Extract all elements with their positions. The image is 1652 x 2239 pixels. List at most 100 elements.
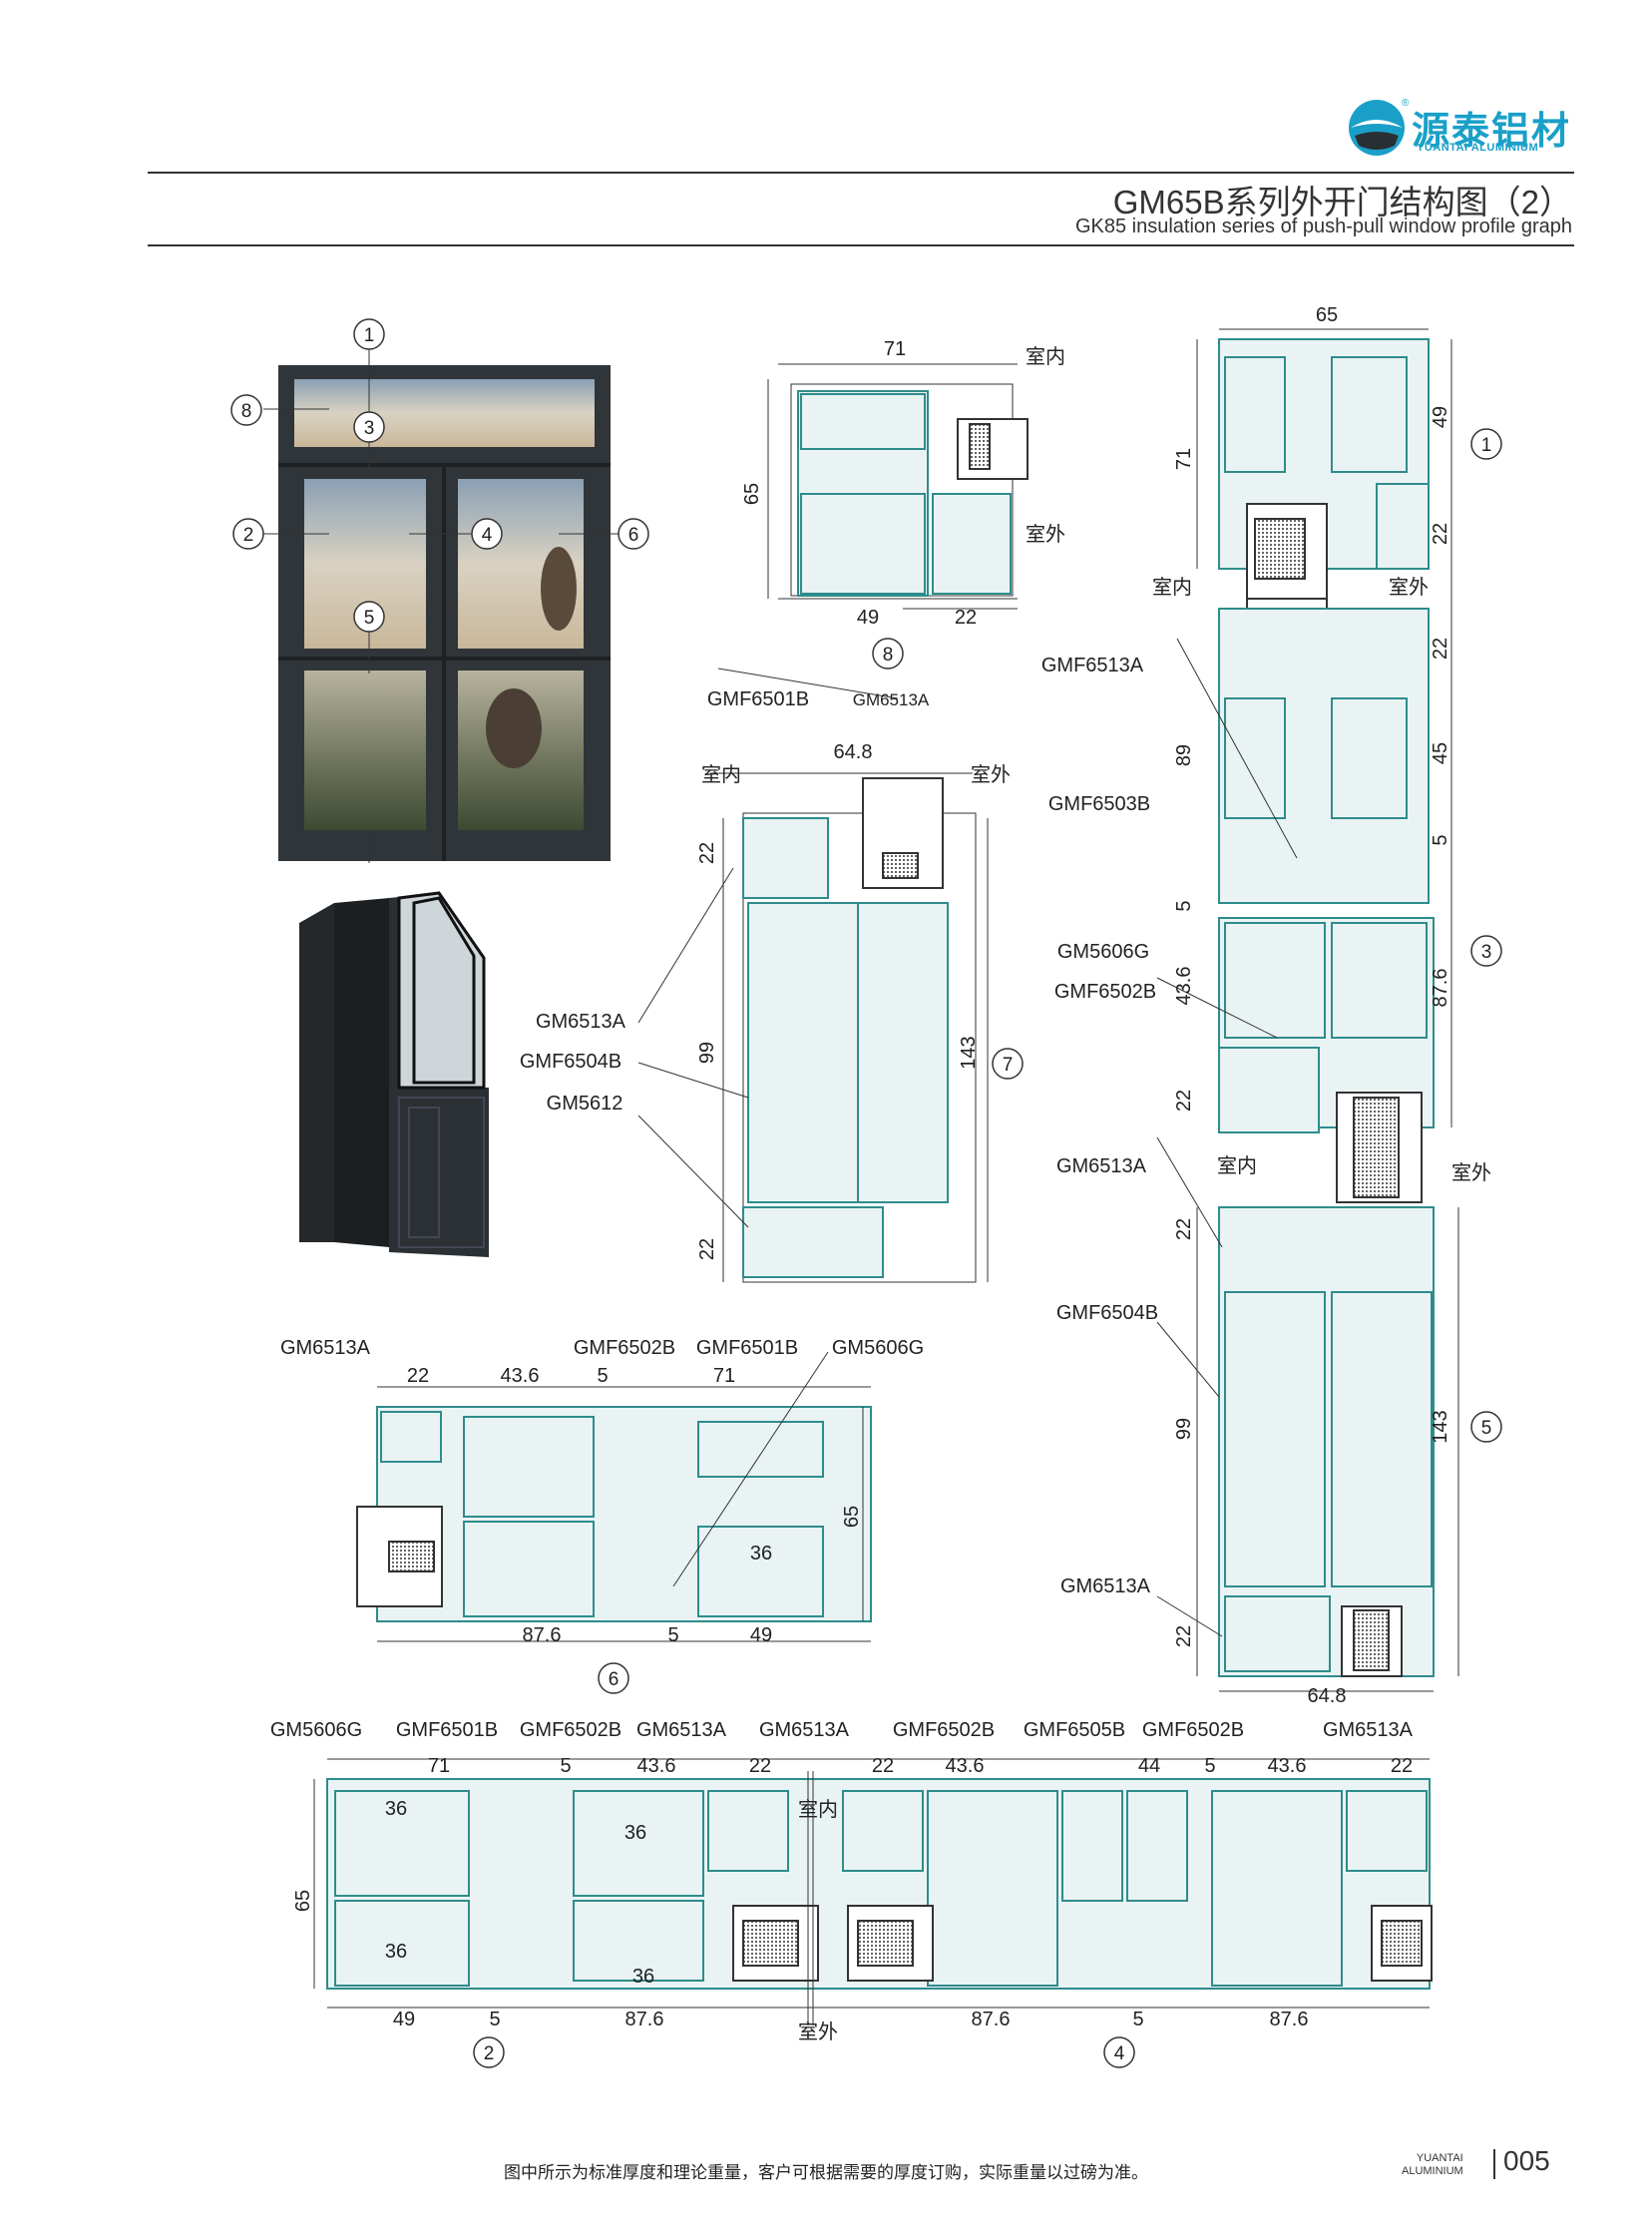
dimension-label: 5 <box>597 1365 608 1387</box>
dimension-label: 22 <box>955 607 977 629</box>
dimension-label: 36 <box>624 1822 646 1844</box>
dimension-label: 5 <box>1132 2009 1143 2030</box>
dimension-label: 49 <box>393 2009 415 2030</box>
dimension-label: 87.6 <box>1430 969 1451 1008</box>
dimension-label: 65 <box>841 1506 863 1528</box>
elevation-callout-circle <box>353 411 385 443</box>
section-callout-circle <box>598 1662 629 1694</box>
dimension-label: 5 <box>1430 834 1451 845</box>
dimension-label: 99 <box>696 1042 718 1064</box>
elevation-callout: 8 <box>241 401 252 422</box>
section-callout-circle <box>1470 1411 1502 1443</box>
part-code: GMF6503B <box>1048 793 1150 815</box>
part-code: GM6513A <box>1060 1575 1151 1597</box>
elevation-callout: 2 <box>243 525 254 546</box>
part-code: GMF6504B <box>1056 1302 1158 1324</box>
section-callout: 6 <box>609 1669 620 1690</box>
profile-sections <box>326 338 1435 1990</box>
dimension-label: 65 <box>741 483 763 505</box>
part-code: GMF6504B <box>520 1051 621 1073</box>
elevation-callout: 1 <box>364 325 375 346</box>
footer-note: 图中所示为标准厚度和理论重量，客户可根据需要的厚度订购，实际重量以过磅为准。 <box>504 2163 1148 2182</box>
side-label-outdoor: 室外 <box>1026 523 1065 546</box>
door-elevation <box>278 365 611 861</box>
part-code: GMF6502B <box>520 1719 621 1741</box>
dimension-label: 5 <box>489 2009 500 2030</box>
dimension-label: 22 <box>1173 1625 1195 1647</box>
part-code: GM5606G <box>1057 941 1149 963</box>
elevation-callout-circle <box>353 318 385 350</box>
dimension-label: 43.6 <box>501 1365 540 1387</box>
dimension-label: 36 <box>385 1941 407 1963</box>
dimension-label: 65 <box>1316 304 1338 326</box>
dimension-label: 49 <box>750 1624 772 1646</box>
section-callout: 1 <box>1481 435 1492 456</box>
section-callout-circle <box>992 1048 1024 1080</box>
header-top-rule <box>148 172 1574 174</box>
dimension-label: 22 <box>696 842 718 864</box>
elevation-callout: 5 <box>364 608 375 629</box>
dimension-label: 22 <box>1173 1218 1195 1240</box>
profile-cutaway-3d <box>299 891 489 1257</box>
part-code: GM6513A <box>636 1719 727 1741</box>
dimension-label: 87.6 <box>1270 2009 1309 2030</box>
side-label-indoor: 室内 <box>1217 1154 1257 1177</box>
dimension-label: 99 <box>1173 1418 1195 1440</box>
dimension-label: 5 <box>560 1755 571 1777</box>
section-callout-circle <box>473 2036 505 2068</box>
part-code: GM6513A <box>1056 1155 1147 1177</box>
side-label-indoor: 室内 <box>1152 576 1192 599</box>
dimension-label: 22 <box>407 1365 429 1387</box>
side-label-outdoor: 室外 <box>971 763 1011 786</box>
part-code: GM6513A <box>280 1337 371 1359</box>
part-code: GMF6505B <box>1024 1719 1125 1741</box>
dimension-label: 22 <box>1391 1755 1413 1777</box>
dimension-label: 87.6 <box>972 2009 1011 2030</box>
dimension-label: 49 <box>857 607 879 629</box>
footer-brand-line1: YUANTAI <box>1416 2152 1463 2164</box>
dimension-label: 22 <box>696 1238 718 1260</box>
side-label-indoor: 室内 <box>1026 345 1065 368</box>
dimension-label: 87.6 <box>625 2009 664 2030</box>
dimension-label: 64.8 <box>834 741 873 763</box>
dimension-label: 22 <box>1430 523 1451 545</box>
part-code: GM5612 <box>547 1093 623 1115</box>
part-code: GM6513A <box>1323 1719 1414 1741</box>
dimension-label: 71 <box>428 1755 450 1777</box>
elevation-callout: 3 <box>364 418 375 439</box>
side-label-outdoor: 室外 <box>798 2020 838 2043</box>
dimension-label: 22 <box>1430 638 1451 660</box>
side-label-outdoor: 室外 <box>1389 576 1429 599</box>
section-callout-circle <box>872 638 904 670</box>
dimension-label: 36 <box>632 1966 654 1988</box>
elevation-callout-circle <box>618 518 649 550</box>
part-code: GM5606G <box>270 1719 362 1741</box>
elevation-callout-circle <box>230 394 262 426</box>
section-callout: 5 <box>1481 1418 1492 1439</box>
dimension-label: 43.6 <box>637 1755 676 1777</box>
part-code: GM6513A <box>536 1011 626 1033</box>
part-code: GMF6502B <box>1054 981 1156 1003</box>
page-title: GM65B系列外开门结构图（2） <box>1112 184 1572 221</box>
part-code: GMF6502B <box>1142 1719 1244 1741</box>
dimension-label: 49 <box>1430 406 1451 428</box>
footer-divider <box>1493 2149 1495 2179</box>
dimension-label: 143 <box>958 1036 980 1069</box>
elevation-callout: 6 <box>628 525 639 546</box>
dimension-label: 5 <box>667 1624 678 1646</box>
brand-name-cn: 源泰铝材 <box>1412 108 1572 153</box>
dimension-label: 64.8 <box>1308 1685 1347 1707</box>
footer-brand-line2: ALUMINIUM <box>1402 2165 1463 2177</box>
side-label-indoor: 室内 <box>798 1798 838 1821</box>
dimension-label: 36 <box>385 1798 407 1820</box>
dimension-label: 71 <box>1173 448 1195 470</box>
section-callout-circle <box>1103 2036 1135 2068</box>
dimension-label: 22 <box>1173 1090 1195 1112</box>
footer-brand: YUANTAI ALUMINIUM <box>1402 2152 1463 2178</box>
dimension-label: 43.6 <box>1268 1755 1307 1777</box>
section-callout-circle <box>1470 935 1502 967</box>
section-callout: 4 <box>1114 2043 1125 2064</box>
dimension-label: 36 <box>750 1543 772 1565</box>
side-label-indoor: 室内 <box>701 763 741 786</box>
